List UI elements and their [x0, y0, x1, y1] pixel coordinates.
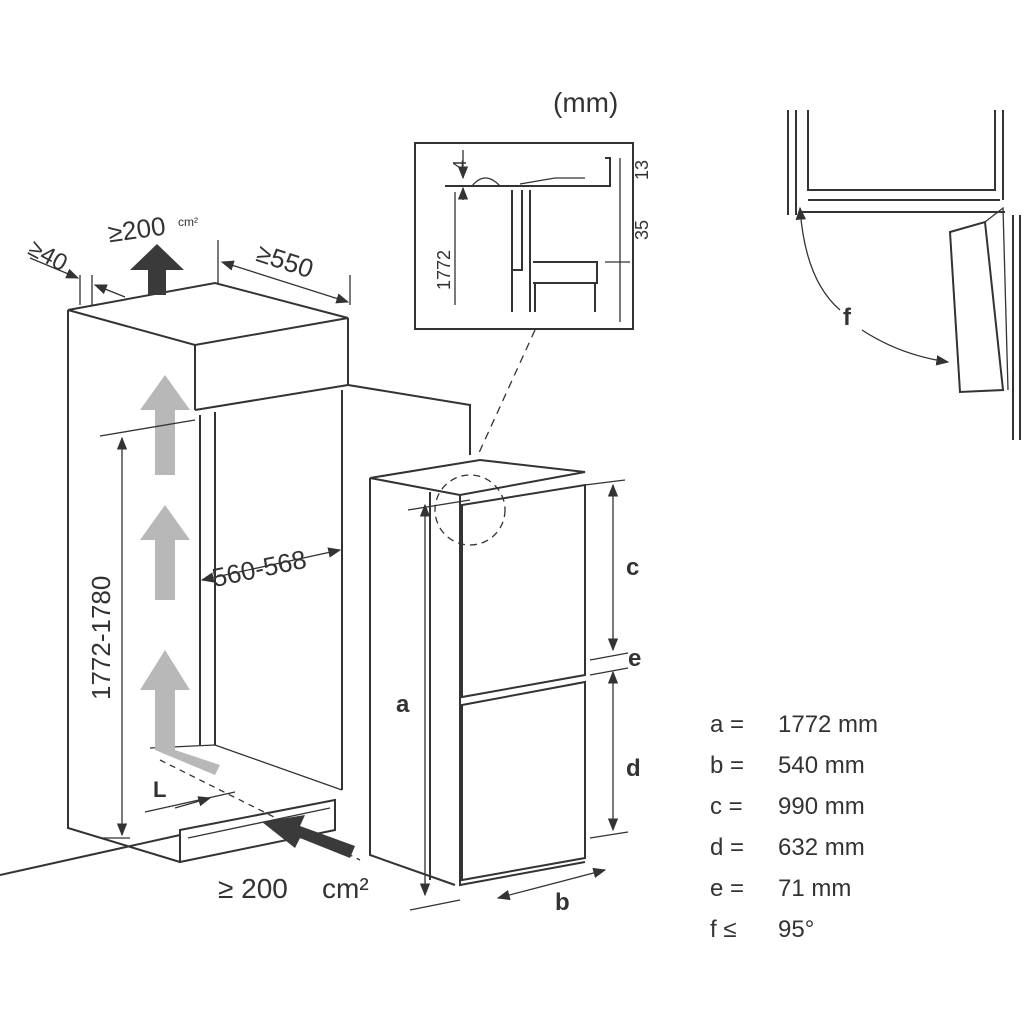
legend-key: d = [710, 833, 745, 861]
cabinet-drawing [67, 281, 471, 864]
airflow-arrow-icon [140, 650, 220, 775]
detail-drawing [445, 150, 630, 322]
legend-value: 540 mm [778, 751, 865, 779]
detail-circle [434, 474, 506, 546]
door-swing-drawing [787, 110, 1021, 440]
legend-row: b = 540 mm [710, 745, 878, 786]
legend-row: c = 990 mm [710, 786, 878, 827]
airflow-arrows [140, 375, 220, 775]
unit-label: (mm) [553, 87, 618, 118]
bottom-vent-label: ≥ 200 [218, 873, 288, 904]
bottom-vent-arrow-icon [262, 815, 355, 858]
top-vent-arrow-icon [130, 244, 184, 295]
dimension-legend: a = 1772 mm b = 540 mm c = 990 mm d = 632 mm… [710, 704, 878, 950]
detail-leader [477, 329, 536, 456]
legend-row: a = 1772 mm [710, 704, 878, 745]
appliance-dimensions [407, 479, 629, 911]
legend-key: f ≤ [710, 915, 737, 943]
dim-b-label: b [555, 889, 570, 916]
legend-value: 71 mm [778, 874, 852, 902]
dim-a-label: a [396, 691, 410, 718]
detail-box [414, 142, 634, 330]
dim-d-label: d [626, 755, 641, 782]
legend-key: c = [710, 792, 743, 820]
appliance-drawing [369, 458, 586, 887]
bottom-vent-unit: cm² [322, 873, 369, 904]
depth-label: ≥550 [253, 238, 317, 284]
legend-value: 1772 mm [778, 710, 879, 738]
l-label: L [153, 777, 166, 802]
legend-value: 990 mm [778, 792, 865, 820]
legend-row: d = 632 mm [710, 827, 878, 868]
top-clearance-label: ≥40 [24, 235, 72, 278]
dim-f-label: f [843, 304, 852, 331]
floor-line [0, 834, 181, 876]
height-label: 1772-1780 [86, 576, 116, 700]
dim-c-label: c [626, 554, 639, 581]
detail-height-label: 1772 [434, 250, 454, 290]
legend-key: e = [710, 874, 745, 902]
cabinet-dimensions [29, 240, 351, 839]
width-label: 560-568 [209, 544, 309, 593]
detail-gap-label: 4 [450, 160, 470, 170]
airflow-arrow-icon [140, 505, 190, 600]
dim-e-label: e [628, 645, 641, 672]
detail-13-label: 13 [632, 160, 652, 180]
top-vent-unit: cm² [178, 215, 198, 229]
legend-row: e = 71 mm [710, 868, 878, 909]
detail-35-label: 35 [632, 220, 652, 240]
top-vent-label: ≥200 [106, 211, 167, 249]
legend-value: 632 mm [778, 833, 865, 861]
legend-key: a = [710, 710, 745, 738]
legend-value: 95° [778, 915, 815, 943]
legend-row: f ≤ 95° [710, 909, 878, 950]
legend-key: b = [710, 751, 745, 779]
